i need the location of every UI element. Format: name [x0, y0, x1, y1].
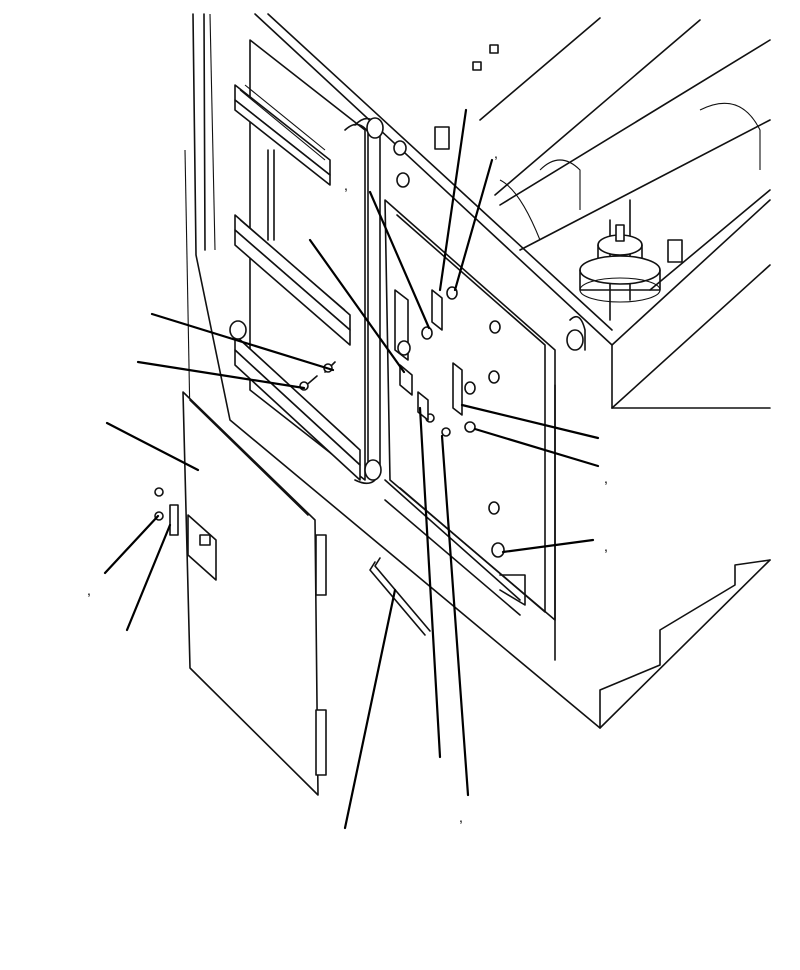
latch-brackets	[394, 289, 476, 421]
leader-line	[460, 403, 600, 440]
leader-line	[501, 538, 595, 554]
leader-line	[473, 427, 600, 468]
leader-line	[368, 190, 431, 330]
leader-line	[418, 406, 442, 759]
door-opening	[384, 199, 586, 621]
leader-line	[343, 588, 397, 830]
air-cleaner	[579, 224, 661, 303]
access-door	[154, 391, 327, 796]
leader-line	[103, 514, 160, 575]
leader-line	[125, 523, 172, 632]
callout-mark: ,	[344, 177, 348, 193]
leader-line	[150, 312, 335, 372]
callout-mark: ,	[87, 582, 91, 598]
callout-marks: , , , , , ,	[87, 145, 608, 825]
leader-line	[308, 238, 406, 374]
leader-line	[438, 108, 468, 292]
leader-line	[453, 158, 494, 292]
callout-mark: ,	[494, 145, 498, 161]
callout-mark: ,	[459, 809, 463, 825]
leader-lines	[103, 108, 600, 830]
callout-mark: ,	[604, 538, 608, 554]
leader-line	[136, 360, 306, 390]
step-ladder	[229, 39, 410, 485]
leader-line	[440, 434, 470, 797]
door-stay-rod	[369, 557, 431, 636]
leader-line	[105, 421, 200, 472]
callout-mark: ,	[604, 470, 608, 486]
